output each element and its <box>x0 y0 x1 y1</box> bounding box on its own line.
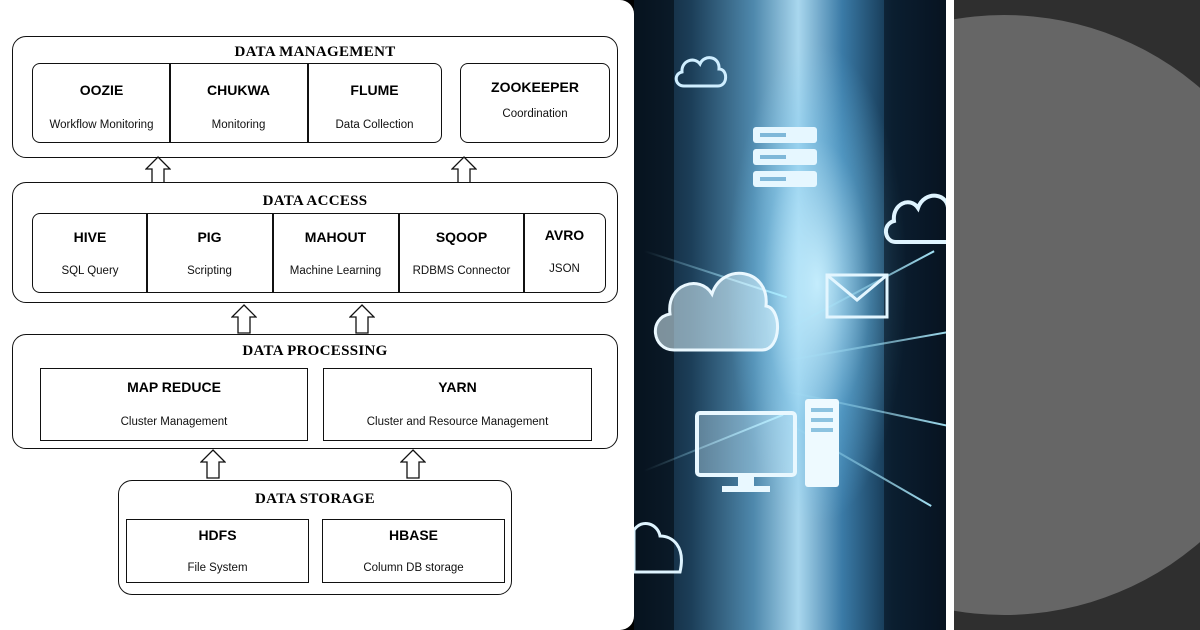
component-name: OOZIE <box>79 82 124 98</box>
server-stack-icon <box>753 127 817 187</box>
server-rack <box>884 0 950 630</box>
component-hdfs: HDFS File System <box>126 519 309 583</box>
decorative-dark-panel <box>954 0 1200 630</box>
component-description: Machine Learning <box>289 265 382 277</box>
data-processing-layer: DATA PROCESSING MAP REDUCE Cluster Manag… <box>12 334 618 449</box>
component-zookeeper: ZOOKEEPER Coordination <box>460 63 610 143</box>
component-name: HIVE <box>73 229 107 245</box>
access-components-box: HIVE SQL Query PIG Scripting MAHOUT Mach… <box>32 213 606 293</box>
component-description: RDBMS Connector <box>412 265 511 277</box>
decorative-circle <box>954 15 1200 615</box>
component-map-reduce: MAP REDUCE Cluster Management <box>40 368 308 441</box>
data-access-layer: DATA ACCESS HIVE SQL Query PIG Scripting… <box>12 182 618 303</box>
component-name: PIG <box>197 229 222 245</box>
envelope-icon <box>825 273 889 319</box>
component-divider <box>523 214 525 292</box>
component-sqoop: SQOOP RDBMS Connector <box>399 214 524 292</box>
layer-title: DATA PROCESSING <box>242 343 388 359</box>
component-description: Column DB storage <box>363 562 464 574</box>
component-description: Coordination <box>502 108 568 120</box>
component-divider <box>272 214 274 292</box>
arrow-up-icon <box>231 304 257 334</box>
cloud-icon <box>674 56 728 88</box>
cloud-icon <box>634 521 683 574</box>
component-pig: PIG Scripting <box>147 214 272 292</box>
component-description: JSON <box>549 263 580 275</box>
arrow-up-icon <box>349 304 375 334</box>
component-name: HDFS <box>198 527 237 543</box>
component-description: Cluster and Resource Management <box>366 416 549 428</box>
component-description: Cluster Management <box>120 416 228 428</box>
component-name: MAHOUT <box>304 229 367 245</box>
component-name: AVRO <box>544 227 585 243</box>
component-flume: FLUME Data Collection <box>308 64 441 142</box>
component-divider <box>146 214 148 292</box>
component-name: YARN <box>438 379 477 395</box>
cloud-icon <box>884 193 950 244</box>
monitor-icon <box>695 411 797 492</box>
component-name: SQOOP <box>435 229 488 245</box>
component-hive: HIVE SQL Query <box>33 214 147 292</box>
component-description: File System <box>187 562 248 574</box>
component-name: MAP REDUCE <box>127 379 221 395</box>
component-mahout: MAHOUT Machine Learning <box>273 214 398 292</box>
component-name: CHUKWA <box>207 82 270 98</box>
component-divider <box>169 64 171 142</box>
panel-border <box>946 0 954 630</box>
component-chukwa: CHUKWA Monitoring <box>170 64 307 142</box>
tower-server-icon <box>805 399 839 487</box>
data-center-photo <box>634 0 950 630</box>
component-name: HBASE <box>388 527 438 543</box>
hadoop-architecture-diagram: DATA MANAGEMENT OOZIE Workflow Monitorin… <box>0 0 634 630</box>
data-storage-layer: DATA STORAGE HDFS File System HBASE Colu… <box>118 480 512 595</box>
component-description: Scripting <box>187 265 232 277</box>
data-management-layer: DATA MANAGEMENT OOZIE Workflow Monitorin… <box>12 36 618 158</box>
component-name: ZOOKEEPER <box>491 79 579 95</box>
component-divider <box>307 64 309 142</box>
component-oozie: OOZIE Workflow Monitoring <box>33 64 170 142</box>
layer-title: DATA ACCESS <box>262 193 368 209</box>
component-description: Monitoring <box>211 119 266 131</box>
arrow-up-icon <box>200 449 226 479</box>
management-components-box: OOZIE Workflow Monitoring CHUKWA Monitor… <box>32 63 442 143</box>
component-avro: AVRO JSON <box>524 214 605 292</box>
component-yarn: YARN Cluster and Resource Management <box>323 368 592 441</box>
component-description: Workflow Monitoring <box>49 119 154 131</box>
component-hbase: HBASE Column DB storage <box>322 519 505 583</box>
component-description: SQL Query <box>61 265 119 277</box>
arrow-up-icon <box>400 449 426 479</box>
cloud-icon <box>653 271 779 352</box>
component-divider <box>398 214 400 292</box>
component-description: Data Collection <box>335 119 414 131</box>
layer-title: DATA STORAGE <box>255 491 375 507</box>
layer-title: DATA MANAGEMENT <box>234 44 396 60</box>
component-name: FLUME <box>350 82 399 98</box>
